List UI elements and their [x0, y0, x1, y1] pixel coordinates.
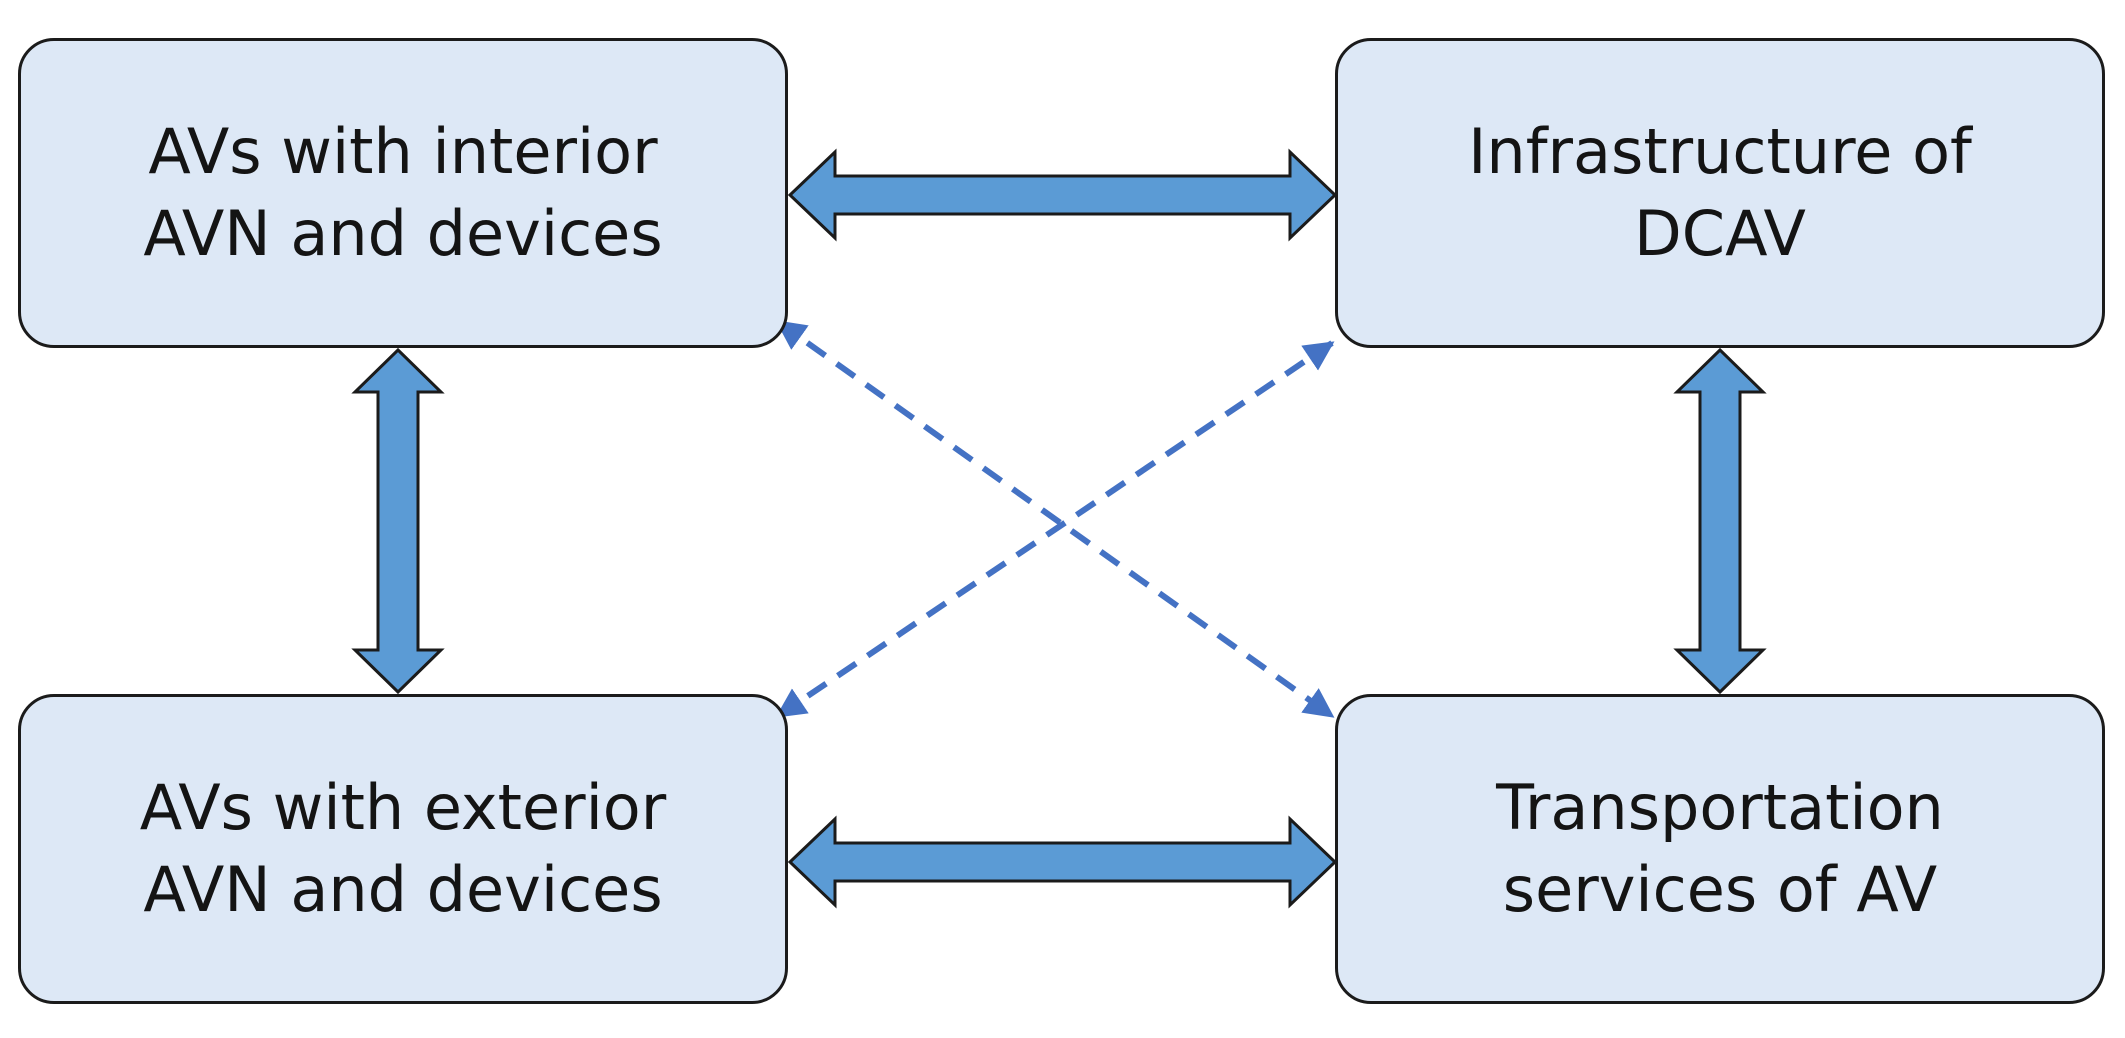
arrow-exterior-transport — [787, 815, 1338, 909]
dashed-arrow-exterior-dcav — [775, 340, 1335, 719]
node-avs-exterior: AVs with exterior AVN and devices — [18, 694, 788, 1004]
node-avs-exterior-label: AVs with exterior AVN and devices — [139, 771, 667, 926]
arrow-dcav-transport — [1673, 347, 1767, 695]
arrow-interior-exterior — [351, 347, 445, 695]
node-avs-interior-label: AVs with interior AVN and devices — [143, 115, 663, 270]
node-infrastructure-dcav-label: Infrastructure of DCAV — [1468, 115, 1972, 270]
arrow-interior-dcav — [787, 148, 1338, 242]
node-transportation-services-label: Transportation services of AV — [1496, 771, 1944, 926]
node-avs-interior: AVs with interior AVN and devices — [18, 38, 788, 348]
dashed-arrow-interior-transport — [775, 319, 1335, 719]
node-infrastructure-dcav: Infrastructure of DCAV — [1335, 38, 2105, 348]
node-transportation-services: Transportation services of AV — [1335, 694, 2105, 1004]
